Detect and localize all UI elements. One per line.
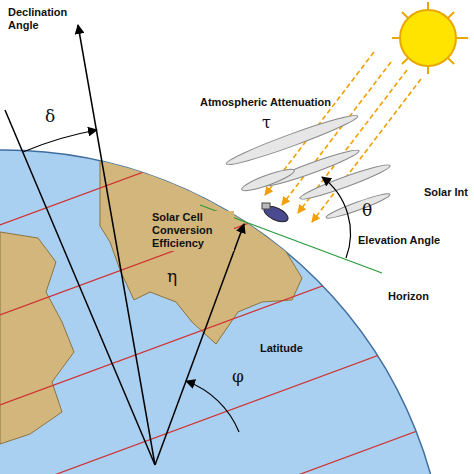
greek-symbol: θ [362,200,372,220]
land-mass [100,140,302,344]
sun [392,2,468,74]
clouds [224,110,392,221]
factor-label: Solar Cell Conversion Efficiency [150,211,234,251]
factor-label: Solar Int [424,186,468,199]
land-mass [0,232,74,444]
greek-symbol: τ [262,113,271,132]
latitude-lines [0,50,474,474]
line-label: Horizon [388,290,429,303]
greek-symbol: δ [45,106,55,126]
elevation-arc [322,177,350,258]
angle-label: Elevation Angle [358,234,468,247]
axis-vector [78,25,155,465]
factor-label: Atmospheric Attenuation [200,96,350,109]
solar-aircraft [262,203,291,225]
reference-line [5,110,155,465]
angle-label: Declination Angle [8,6,80,32]
greek-symbol: φ [230,366,246,386]
angle-label: Latitude [258,342,305,355]
latitude-arc [186,381,239,432]
declination-arc [23,130,97,152]
position-vector [155,224,244,465]
greek-symbol: η [165,266,179,286]
